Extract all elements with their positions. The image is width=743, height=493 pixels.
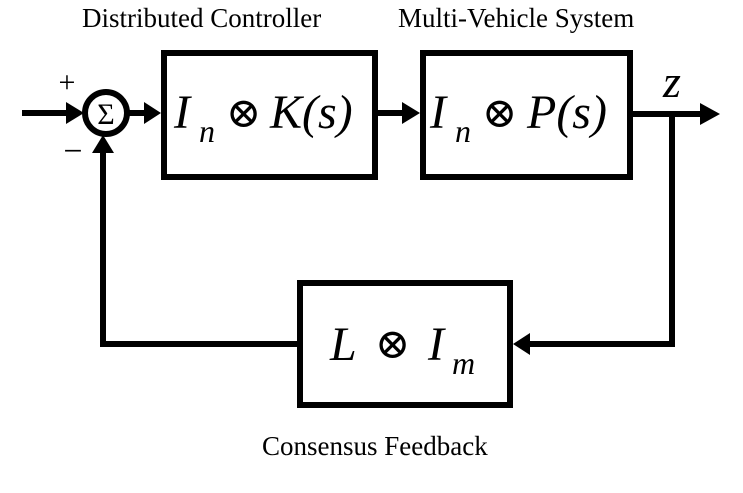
system-title: Multi-Vehicle System (398, 3, 634, 33)
controller-block (161, 50, 378, 180)
laplacian: L (329, 318, 357, 371)
plant-block (420, 50, 633, 180)
plant-identity: I (429, 86, 448, 139)
minus-sign: − (63, 133, 82, 170)
controller-title: Distributed Controller (82, 3, 321, 33)
feedback-block (297, 280, 513, 408)
plant-input-arrow-icon (402, 102, 420, 124)
feedback-return-wire (100, 150, 300, 347)
output-arrow-icon (700, 103, 720, 125)
controller-tf: K(s) (269, 86, 353, 139)
kronecker-product-icon: ⊗ (375, 322, 410, 368)
kronecker-product-icon: ⊗ (482, 91, 517, 137)
feedback-transfer-function: L ⊗ I m (329, 318, 475, 381)
feedback-identity-subscript: m (452, 345, 475, 381)
plant-tf: P(s) (526, 86, 607, 139)
feedback-identity: I (427, 318, 446, 371)
feedback-title: Consensus Feedback (262, 431, 488, 461)
sigma-icon: Σ (97, 98, 114, 131)
feedback-branch-wire (526, 114, 675, 347)
output-signal-label: z (662, 56, 681, 107)
plus-sign: + (59, 66, 76, 99)
feedback-input-arrow-icon (513, 333, 530, 355)
input-arrow-icon (66, 102, 84, 124)
controller-identity-subscript: n (199, 113, 215, 149)
controller-input-arrow-icon (144, 102, 161, 124)
controller-identity: I (173, 86, 192, 139)
feedback-return-arrow-icon (92, 135, 114, 153)
controller-transfer-function: I n ⊗ K(s) (173, 86, 353, 149)
plant-transfer-function: I n ⊗ P(s) (429, 86, 607, 149)
plant-identity-subscript: n (455, 113, 471, 149)
kronecker-product-icon: ⊗ (226, 91, 261, 137)
